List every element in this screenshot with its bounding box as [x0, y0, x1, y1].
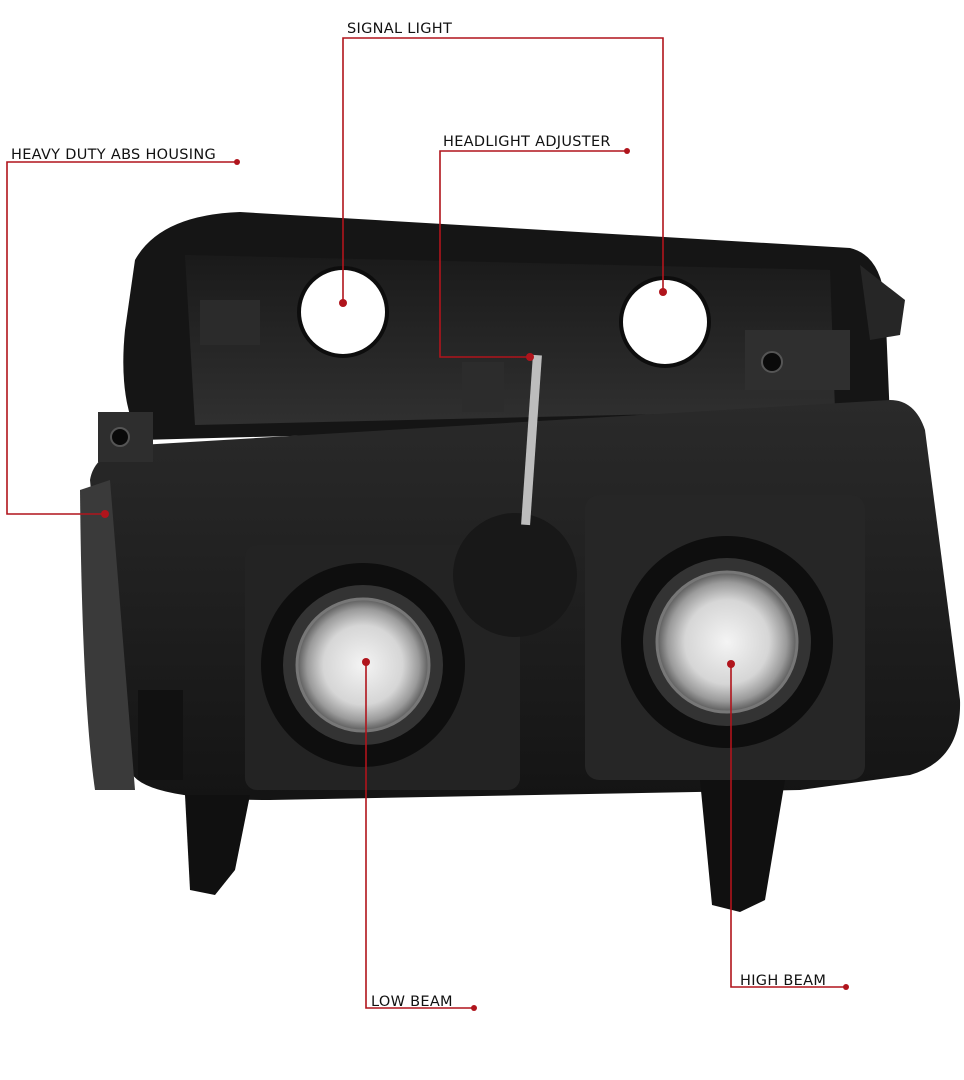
dot-signal-right: [659, 288, 667, 296]
high-beam-lens: [655, 570, 799, 714]
housing-inner-cavity: [185, 255, 835, 425]
dot-high-beam-label: [843, 984, 849, 990]
dot-low-beam-label: [471, 1005, 477, 1011]
leader-lines: [6, 37, 846, 1009]
mount-leg-right: [700, 780, 785, 912]
headlight-housing: [80, 212, 961, 912]
clip-left-hole: [110, 427, 130, 447]
label-housing: HEAVY DUTY ABS HOUSING: [11, 147, 217, 163]
dot-high-beam-target: [727, 660, 735, 668]
leader-housing: [6, 161, 237, 515]
dot-signal-left: [339, 299, 347, 307]
dot-low-beam-target: [362, 658, 370, 666]
label-high-beam: HIGH BEAM: [740, 973, 827, 989]
low-beam-lens: [295, 597, 431, 733]
dot-housing-label: [234, 159, 240, 165]
housing-left-edge: [80, 480, 135, 790]
dot-housing-target: [101, 510, 109, 518]
label-low-beam: LOW BEAM: [371, 994, 453, 1010]
label-headlight-adjuster: HEADLIGHT ADJUSTER: [443, 134, 611, 150]
clip-left-top: [200, 300, 260, 345]
adjuster-cap: [453, 513, 577, 637]
leader-endpoints: [101, 148, 849, 1011]
signal-socket-right: [619, 276, 711, 368]
dot-adjuster-target: [526, 353, 534, 361]
clip-right-hole: [761, 351, 783, 373]
label-signal-light: SIGNAL LIGHT: [347, 21, 453, 37]
leader-low-beam: [365, 662, 474, 1009]
leader-high-beam: [730, 664, 846, 988]
dot-adjuster-label: [624, 148, 630, 154]
adjuster-block: [462, 362, 504, 412]
leader-signal-light: [342, 37, 664, 303]
leader-headlight-adjuster: [439, 150, 627, 358]
housing-left-tab: [138, 690, 183, 780]
clip-right-top: [745, 330, 850, 390]
mount-leg-left: [185, 795, 250, 895]
adjuster-rod: [521, 354, 542, 526]
housing-right-bracket: [860, 265, 905, 340]
